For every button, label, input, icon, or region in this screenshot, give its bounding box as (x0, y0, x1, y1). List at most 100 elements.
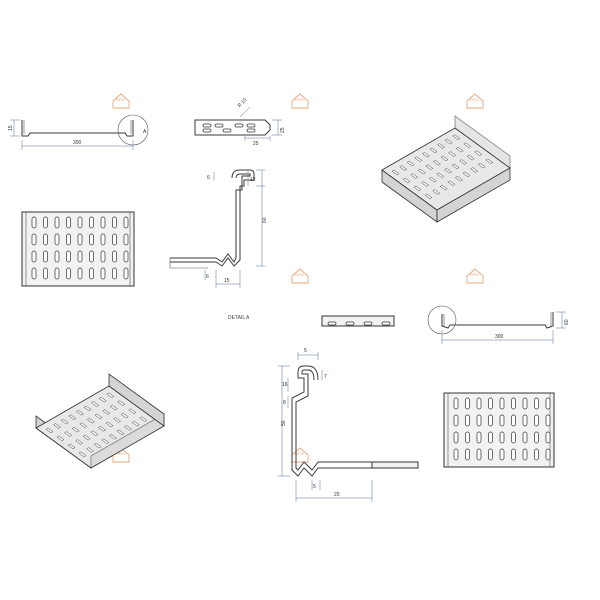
detail-marker: A (143, 129, 147, 135)
slot-hole (453, 397, 459, 410)
slot-hole (436, 172, 445, 178)
slot-hole (66, 267, 71, 280)
slot-hole (123, 216, 129, 229)
slot-hole (123, 267, 129, 280)
slot-hole (67, 443, 76, 450)
slot-hole (31, 250, 37, 263)
side-slot-strip: R 10 25 25 (194, 97, 286, 147)
flat-plate-right (443, 392, 555, 468)
slot-hole (534, 397, 539, 410)
slot-hole (105, 421, 114, 428)
slot-hole (54, 233, 60, 246)
slot-hole (43, 267, 48, 280)
slot-hole (108, 434, 117, 440)
detail-b-top: 5 (304, 348, 307, 354)
slot-hole (112, 216, 117, 229)
detail-b-section: 5 50 16 8 7 20 5 (278, 348, 419, 502)
watermark-top-center: RFM (291, 93, 309, 109)
slot-hole (93, 442, 102, 449)
slot-hole (488, 448, 493, 461)
slot-hole (410, 173, 419, 179)
slot-hole (462, 171, 471, 178)
slot-hole (465, 448, 470, 461)
slot-hole (79, 422, 88, 428)
slot-hole (470, 167, 479, 173)
slot-hole (424, 193, 433, 200)
slot-hole (117, 400, 126, 406)
slot-hole (429, 147, 438, 154)
detail-b-step-1: 16 (282, 382, 288, 388)
slot-hole (465, 397, 470, 410)
watermark-top-right: RFM (466, 93, 484, 109)
watermark-mid-right: RFM (466, 268, 484, 284)
slot-hole (417, 168, 426, 175)
slot-hole (89, 233, 94, 246)
slot-hole (499, 414, 505, 427)
slot-hole (89, 250, 94, 263)
slot-hole (545, 431, 551, 444)
watermark-bottom-center: RFM (291, 447, 309, 463)
slot-hole (120, 412, 129, 419)
slot-hole (444, 138, 453, 145)
slot-hole (453, 448, 459, 461)
detail-a-step-1: 6 (207, 175, 210, 181)
watermark-text: RFM (295, 97, 304, 102)
slot-hole (499, 448, 505, 461)
slot-hole (391, 169, 400, 176)
slot-hole (43, 233, 48, 246)
slot-hole (466, 154, 475, 161)
slot-hole (511, 448, 516, 461)
slot-hole (75, 439, 84, 445)
plate-slot-grid (453, 397, 551, 461)
slot-hole (43, 250, 48, 263)
slot-hole (82, 434, 91, 441)
slot-hole (68, 414, 77, 420)
slot-hole (499, 431, 505, 444)
slot-hole (453, 414, 459, 427)
slot-hole (455, 146, 464, 153)
slot-hole (534, 431, 539, 444)
slot-hole (31, 233, 37, 246)
slot-hole (100, 250, 106, 263)
slot-hole (131, 420, 140, 427)
slot-hole (448, 151, 457, 157)
detail-a-height: 60 (262, 217, 268, 223)
slot-hole (64, 431, 73, 437)
tray-profile-view-right: 300 60 (427, 305, 570, 344)
detail-a-step-2: 12 (250, 177, 256, 183)
slot-hole (476, 431, 482, 444)
slot-hole (421, 181, 430, 187)
slot-hole (447, 180, 456, 186)
slot-hole (102, 409, 111, 415)
detail-caption: DETAIL A (228, 315, 250, 321)
slot-hole (56, 435, 65, 442)
height-dimension-right: 60 (564, 319, 570, 325)
slot-hole (534, 448, 539, 461)
slot-hole (413, 185, 422, 192)
slot-hole (112, 250, 117, 263)
detail-a-section: 60 12 6 15 6 (169, 169, 268, 288)
slot-hole (439, 184, 448, 191)
watermark-text: RFM (470, 97, 479, 102)
slot-hole (488, 397, 493, 410)
height-dimension: 15 (8, 125, 14, 131)
slot-hole (432, 189, 441, 195)
slot-hole (522, 448, 528, 461)
slot-hole (545, 397, 551, 410)
slot-hole (402, 177, 411, 184)
watermark-text: RFM (295, 272, 304, 277)
slot-hole (139, 416, 148, 422)
slot-hole (437, 143, 446, 149)
slot-hole (534, 414, 539, 427)
slot-hole (428, 176, 437, 183)
watermark-mid-center: RFM (291, 268, 309, 284)
slot-hole (43, 216, 48, 229)
slot-hole (123, 233, 129, 246)
watermark-text: RFM (470, 272, 479, 277)
slot-hole (116, 429, 125, 436)
slot-hole (459, 159, 468, 165)
slot-hole (75, 410, 84, 416)
slot-hole (66, 233, 71, 246)
detail-b-step-2: 8 (283, 400, 286, 406)
slot-hole (77, 250, 83, 263)
